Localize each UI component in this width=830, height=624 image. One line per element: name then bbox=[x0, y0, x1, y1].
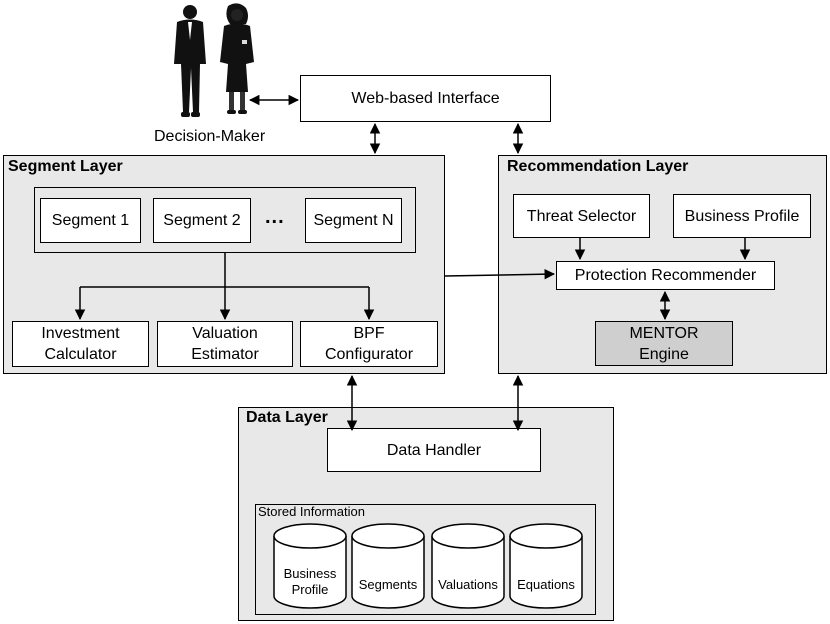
segment-1-label: Segment 1 bbox=[51, 212, 130, 229]
store-business-profile-line1: Business bbox=[283, 566, 337, 581]
valuation-estimator-line1: Valuation bbox=[192, 325, 258, 342]
business-profile-label: Business Profile bbox=[684, 207, 800, 225]
store-valuations-label: Valuations bbox=[438, 577, 498, 592]
woman-figure bbox=[220, 3, 254, 114]
segment-2-box: Segment 2 bbox=[153, 198, 251, 243]
business-profile-box: Business Profile bbox=[673, 194, 811, 238]
store-segments: Segments bbox=[350, 574, 426, 596]
database-icon bbox=[431, 523, 505, 609]
store-business-profile-line2: Profile bbox=[291, 582, 329, 597]
segment-2-label: Segment 2 bbox=[163, 212, 241, 229]
bpf-configurator-line2: Configurator bbox=[324, 346, 414, 363]
threat-selector-label: Threat Selector bbox=[526, 207, 637, 225]
bpf-configurator-box: BPF Configurator bbox=[300, 321, 438, 367]
segment-1-box: Segment 1 bbox=[40, 198, 141, 243]
database-icon bbox=[351, 523, 425, 609]
investment-calculator-box: Investment Calculator bbox=[12, 321, 149, 367]
man-figure bbox=[174, 5, 206, 117]
store-equations-label: Equations bbox=[517, 577, 575, 592]
protection-recommender-label: Protection Recommender bbox=[574, 267, 757, 284]
segment-n-label: Segment N bbox=[313, 212, 394, 229]
bpf-configurator-line1: BPF bbox=[353, 325, 385, 342]
valuation-estimator-line2: Estimator bbox=[191, 346, 259, 363]
mentor-engine-line1: MENTOR bbox=[629, 324, 699, 342]
stored-information-title: Stored Information bbox=[258, 504, 365, 519]
investment-calculator-line1: Investment bbox=[41, 325, 120, 342]
data-handler-label: Data Handler bbox=[386, 441, 482, 459]
web-interface-box: Web-based Interface bbox=[300, 75, 551, 122]
store-equations: Equations bbox=[508, 574, 584, 596]
actor-label: Decision-Maker bbox=[154, 128, 266, 145]
segment-layer-title: Segment Layer bbox=[8, 158, 123, 175]
database-icon bbox=[273, 523, 347, 609]
segment-ellipsis: ... bbox=[265, 206, 285, 228]
protection-recommender-box: Protection Recommender bbox=[556, 261, 775, 290]
mentor-engine-box: MENTOR Engine bbox=[595, 321, 733, 366]
recommendation-layer-title: Recommendation Layer bbox=[507, 158, 689, 175]
threat-selector-box: Threat Selector bbox=[513, 194, 650, 238]
web-interface-label: Web-based Interface bbox=[351, 90, 500, 107]
investment-calculator-line2: Calculator bbox=[44, 346, 117, 363]
data-layer-title: Data Layer bbox=[246, 409, 328, 426]
valuation-estimator-box: Valuation Estimator bbox=[157, 321, 293, 367]
store-valuations: Valuations bbox=[430, 574, 506, 596]
mentor-engine-line2: Engine bbox=[639, 345, 689, 363]
business-people-icon bbox=[174, 3, 254, 117]
segment-n-box: Segment N bbox=[305, 198, 402, 243]
arrow-segment-recommender bbox=[444, 268, 556, 280]
store-business-profile: Business Profile bbox=[272, 562, 348, 602]
data-handler-box: Data Handler bbox=[327, 428, 541, 472]
database-icon bbox=[509, 523, 583, 609]
store-segments-label: Segments bbox=[358, 577, 418, 592]
